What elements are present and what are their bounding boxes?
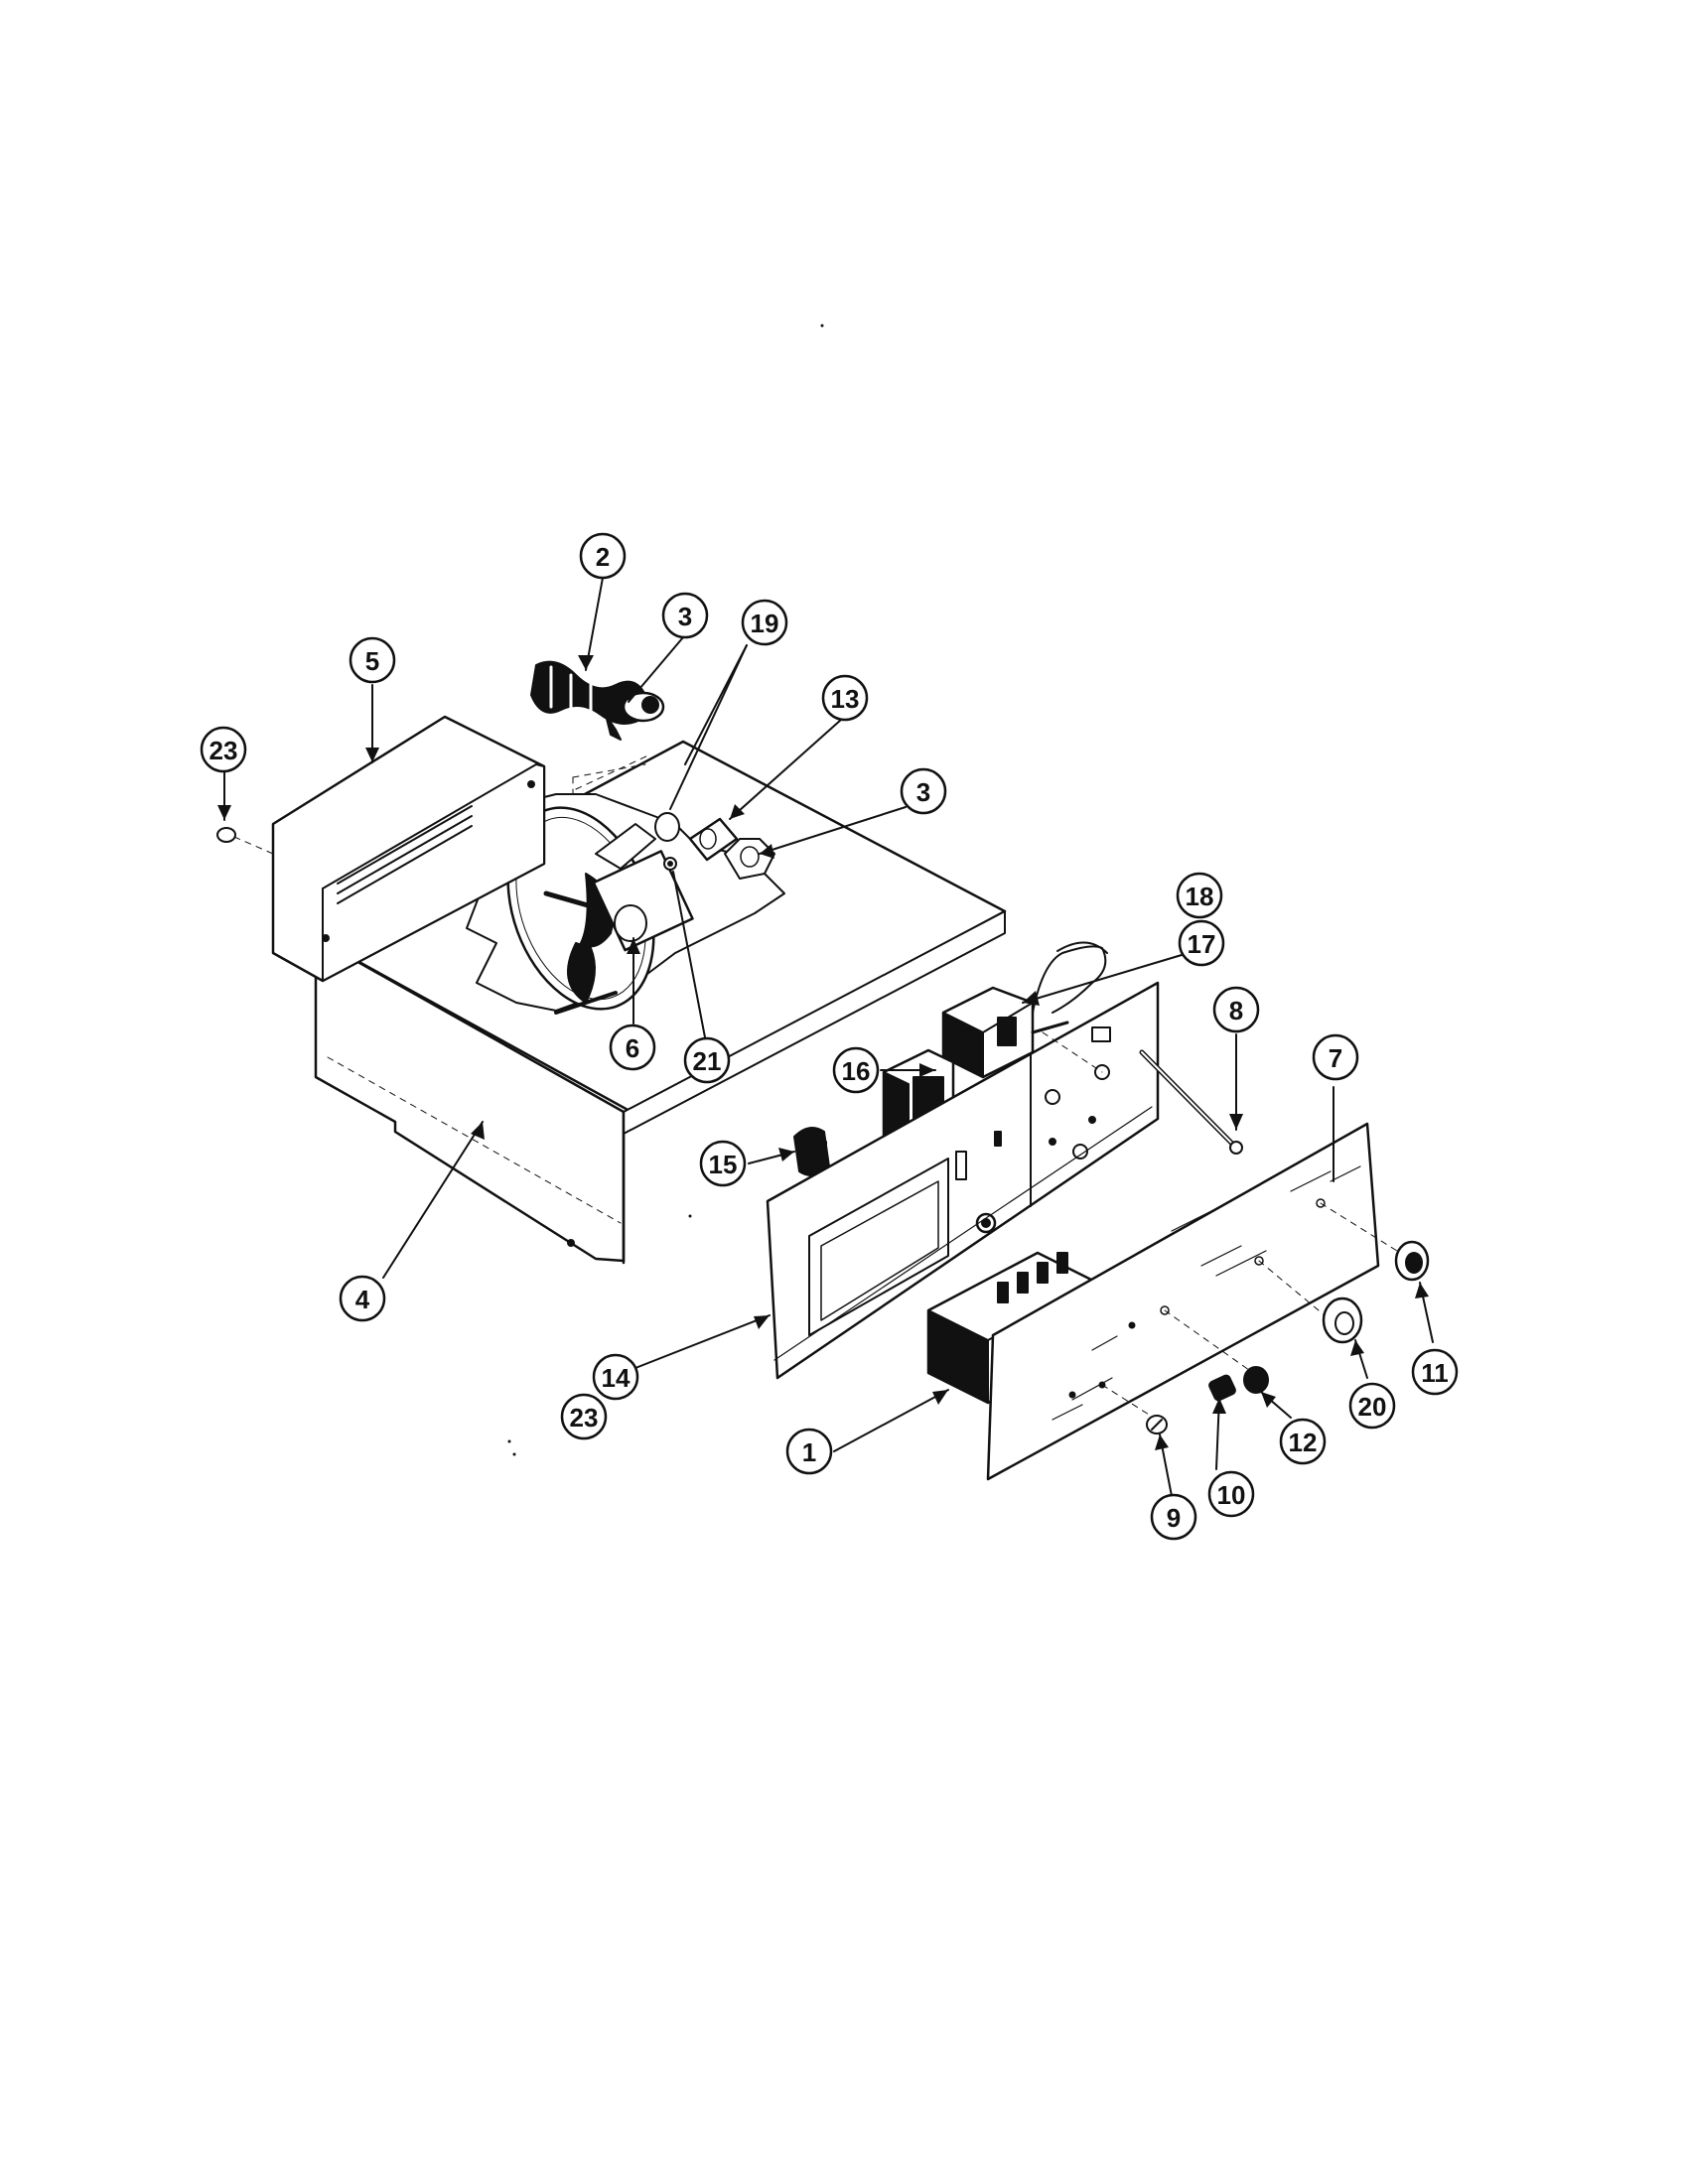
part-2-element [531,662,645,740]
callout-number: 21 [693,1046,722,1076]
callout-c13: 13 [821,674,869,722]
callout-circle [1212,986,1260,1033]
callout-number: 23 [210,736,238,765]
callout-c9: 9 [1150,1493,1197,1541]
part-7-front-panel [988,1124,1405,1479]
part-12-button [1244,1367,1268,1393]
part-10-spring [1208,1374,1236,1401]
callout-number: 5 [365,646,379,676]
part-3-connector [576,693,663,789]
callout-circle [1348,1382,1396,1430]
callout-circle [785,1428,833,1475]
callout-number: 18 [1186,882,1214,911]
callout-number: 23 [570,1403,599,1433]
callout-circle [821,674,869,722]
part-9-screw [1147,1416,1167,1433]
part-20-knob [1324,1298,1361,1342]
callout-number: 15 [709,1150,738,1179]
part-3-gasket [725,839,774,879]
callout-number: 9 [1167,1503,1181,1533]
callout-circle [1150,1493,1197,1541]
callout-c16: 16 [832,1046,880,1094]
callout-number: 16 [842,1056,871,1086]
callout-circle [1178,919,1225,967]
callout-circle [1207,1470,1255,1518]
callout-c7: 7 [1312,1033,1359,1081]
callout-circle [592,1353,639,1401]
part-8-rod [1142,1052,1242,1154]
callout-number: 20 [1358,1392,1387,1422]
callout-c2: 2 [579,532,627,580]
callout-number: 14 [602,1363,631,1393]
leader-arrowheads [217,655,1429,1450]
callout-c23b: 23 [560,1393,608,1440]
callout-c3a: 3 [661,592,709,639]
callout-circle [349,636,396,684]
callout-c10: 10 [1207,1470,1255,1518]
callout-circle [560,1393,608,1440]
speck [507,1439,511,1443]
callout-circle [900,767,947,815]
callout-c17: 17 [1178,919,1225,967]
callout-c21: 21 [683,1036,731,1084]
callout-number: 13 [831,684,860,714]
callout-number: 6 [626,1033,639,1063]
callout-number: 11 [1421,1358,1449,1388]
callout-number: 17 [1188,929,1216,959]
callout-circle [699,1140,747,1187]
speck [688,1214,692,1218]
callout-number: 8 [1229,996,1243,1025]
callout-number: 7 [1329,1043,1342,1073]
callout-c11: 11 [1411,1348,1459,1396]
callout-c15: 15 [699,1140,747,1187]
callout-c8: 8 [1212,986,1260,1033]
callout-circle [832,1046,880,1094]
callout-c19: 19 [741,599,788,646]
callout-circle [683,1036,731,1084]
callout-number: 1 [802,1437,816,1467]
callout-c1: 1 [785,1428,833,1475]
callout-number: 2 [596,542,610,572]
callout-c12: 12 [1279,1418,1327,1465]
speck [512,1452,516,1456]
callout-circle [609,1024,656,1071]
callout-c3b: 3 [900,767,947,815]
callout-circle [339,1275,386,1322]
callout-number: 3 [916,777,930,807]
callout-c4: 4 [339,1275,386,1322]
callout-circle [200,726,247,773]
callout-c23a: 23 [200,726,247,773]
callout-number: 19 [751,609,779,638]
part-5-bracket [273,717,544,981]
callout-c6: 6 [609,1024,656,1071]
part-21-fastener [664,858,676,870]
callout-circle [1312,1033,1359,1081]
part-14-inner-panel [768,983,1158,1378]
callout-circle [1411,1348,1459,1396]
callout-circle [661,592,709,639]
part-23-screw [217,828,273,854]
callout-c14: 14 [592,1353,639,1401]
callout-circle [741,599,788,646]
callout-number: 4 [355,1285,370,1314]
part-11-knob [1396,1242,1428,1280]
callout-number: 12 [1289,1428,1318,1457]
part-13-gasket [655,813,737,860]
part-19-leader [573,764,645,794]
callout-c20: 20 [1348,1382,1396,1430]
callout-c5: 5 [349,636,396,684]
callout-circle [1279,1418,1327,1465]
callout-c18: 18 [1176,872,1223,919]
callout-circle [579,532,627,580]
callout-circle [1176,872,1223,919]
speck [820,324,824,328]
callout-number: 10 [1217,1480,1246,1510]
callout-number: 3 [678,602,692,631]
